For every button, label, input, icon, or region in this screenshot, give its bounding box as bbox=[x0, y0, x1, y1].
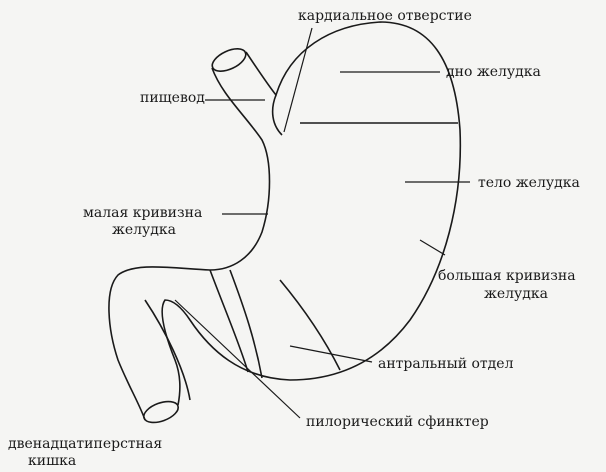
label-esophagus: пищевод bbox=[140, 90, 205, 106]
leader-lines bbox=[174, 27, 470, 419]
label-fundus: дно желудка bbox=[446, 64, 541, 80]
pyloric-line-2 bbox=[209, 269, 249, 373]
label-lesser-curvature-2: желудка bbox=[112, 222, 177, 238]
label-greater-curvature-2: желудка bbox=[484, 286, 549, 302]
cardiac-inner-line bbox=[271, 94, 283, 136]
esophagus-right-wall bbox=[161, 21, 462, 406]
label-lesser-curvature-1: малая кривизна bbox=[83, 205, 203, 221]
esophagus-opening bbox=[211, 48, 247, 72]
pylorus-leader bbox=[174, 299, 301, 419]
label-antrum: антральный отдел bbox=[378, 356, 514, 372]
antral-line-2 bbox=[279, 279, 341, 371]
label-duodenum-2: кишка bbox=[28, 453, 77, 469]
cardiac-leader bbox=[283, 27, 313, 133]
pyloric-line-1 bbox=[144, 299, 191, 401]
antrum-leader bbox=[289, 345, 373, 363]
label-cardiac-opening: кардиальное отверстие bbox=[298, 8, 472, 24]
label-pyloric-sphincter: пилорический сфинктер bbox=[306, 414, 489, 430]
label-greater-curvature-1: большая кривизна bbox=[438, 268, 576, 284]
antral-line bbox=[229, 269, 263, 379]
duodenum-end bbox=[143, 400, 179, 424]
label-duodenum-1: двенадцатиперстная bbox=[8, 436, 163, 452]
label-body: тело желудка bbox=[478, 175, 580, 191]
greater-leader bbox=[419, 239, 446, 256]
